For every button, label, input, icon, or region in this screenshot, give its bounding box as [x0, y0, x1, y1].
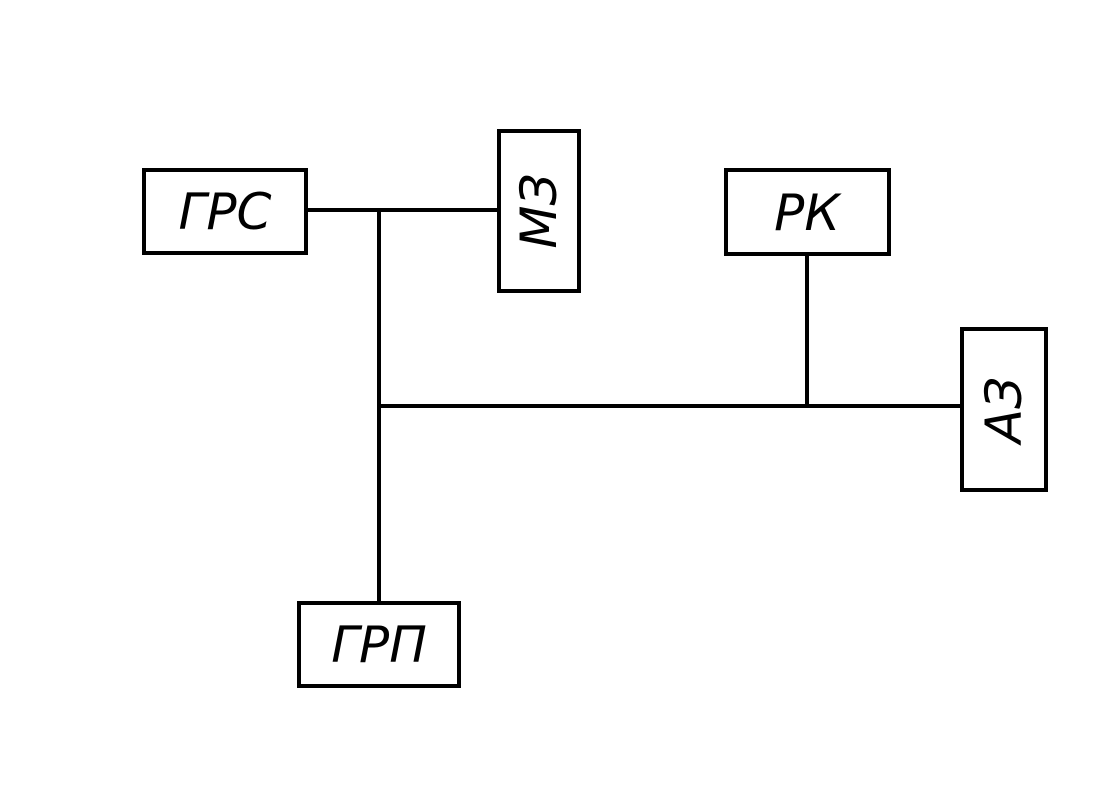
block-grs: ГРС — [142, 168, 308, 255]
block-grp-frame — [297, 601, 461, 688]
block-grs-frame — [142, 168, 308, 255]
block-rk-frame — [724, 168, 891, 256]
block-mz-label: МЗ — [510, 173, 568, 248]
block-az-frame — [960, 327, 1048, 492]
block-az: АЗ — [960, 327, 1048, 492]
block-mz: МЗ — [497, 129, 581, 293]
connections — [304, 208, 964, 605]
block-mz-frame — [497, 129, 581, 293]
block-az-label: АЗ — [975, 377, 1033, 446]
block-grp-label: ГРП — [331, 616, 427, 674]
block-grp: ГРП — [297, 601, 461, 688]
block-rk: РК — [724, 168, 891, 256]
block-grs-label: ГРС — [179, 183, 272, 241]
block-rk-label: РК — [774, 184, 842, 242]
